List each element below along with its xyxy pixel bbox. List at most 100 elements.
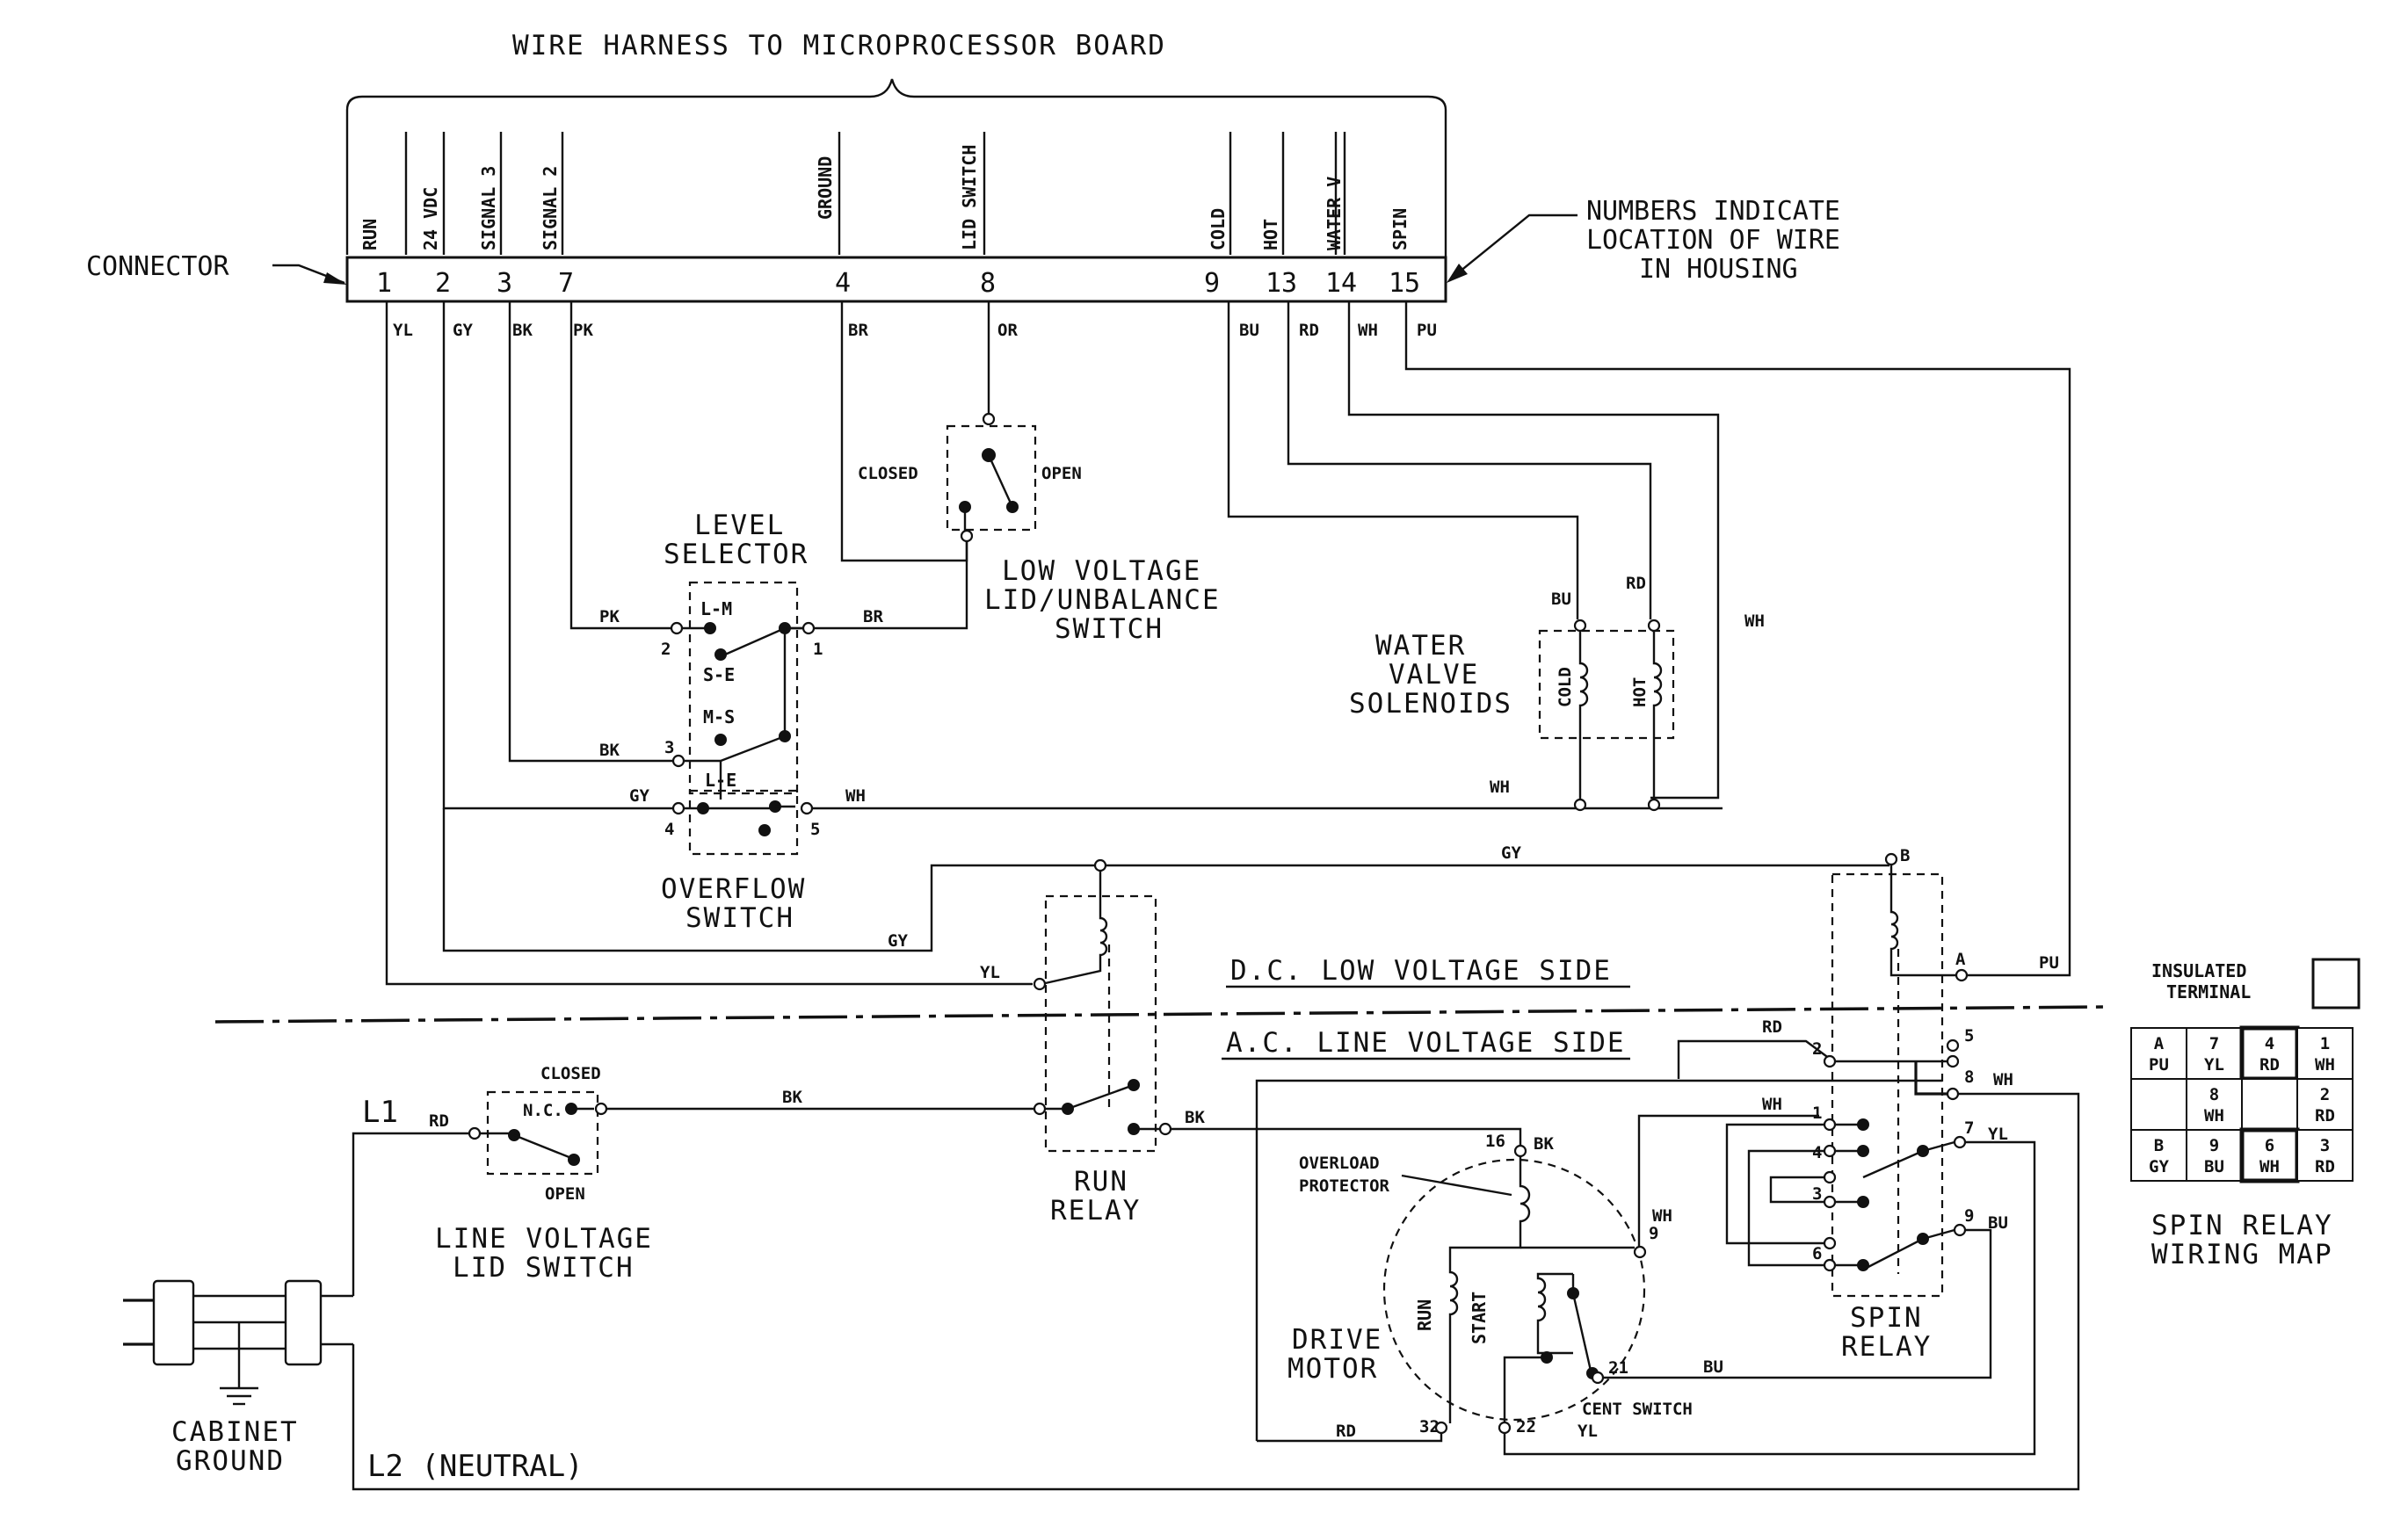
wiring-map-cell-text: B xyxy=(2154,1136,2164,1155)
wire-color-label: BU xyxy=(1703,1357,1723,1377)
wire-color-label: BK xyxy=(599,741,620,760)
wire-color-label: OR xyxy=(997,321,1018,340)
wire-color-label: YL xyxy=(393,321,413,340)
lv-switch-open: OPEN xyxy=(1041,464,1082,483)
level-selector: L-M S-E M-S L-E 2 1 3 xyxy=(661,581,823,800)
motor-terminal: 21 xyxy=(1608,1358,1628,1378)
spin-terminal: 6 xyxy=(1812,1244,1822,1263)
wiring-map-cell-text: RD xyxy=(2259,1055,2280,1075)
overflow-title-1: OVERFLOW xyxy=(661,873,806,905)
pin-label-cold: COLD xyxy=(1208,208,1229,250)
motor-terminal: 9 xyxy=(1649,1224,1658,1243)
wire-color-label: YL xyxy=(1578,1422,1598,1441)
dc-wire-labels: PK BR BK GY WH GY GY YL WH BU RD WH PU xyxy=(599,574,2059,982)
pin-label-lid-switch: LID SWITCH xyxy=(959,145,980,250)
connector-housing xyxy=(345,256,1447,303)
wire-color-label: BR xyxy=(863,607,883,626)
wire-color-label: WH xyxy=(1652,1206,1672,1226)
l1-label: L1 xyxy=(362,1095,398,1130)
lvs-closed: CLOSED xyxy=(540,1064,601,1083)
level-contact-m-s: M-S xyxy=(703,706,735,727)
water-valve-title-1: WATER xyxy=(1375,630,1466,662)
wiring-map-cell-text: GY xyxy=(2149,1157,2169,1176)
wire-color-label: BK xyxy=(512,321,533,340)
wiring-map-title-2: WIRING MAP xyxy=(2151,1239,2333,1270)
pin-number: 2 xyxy=(435,268,451,299)
spin-terminal: 2 xyxy=(1812,1039,1822,1059)
water-valve-title-3: SOLENOIDS xyxy=(1349,688,1512,720)
cabinet-ground-1: CABINET xyxy=(171,1416,299,1448)
pin-number: 4 xyxy=(835,268,851,299)
dc-side-label: D.C. LOW VOLTAGE SIDE xyxy=(1230,955,1612,987)
pin-label-signal-2: SIGNAL 2 xyxy=(540,166,561,250)
water-valve-solenoids: COLD HOT xyxy=(1538,619,1675,812)
lvs-title-2: LID SWITCH xyxy=(453,1252,635,1284)
wire-color-label: RD xyxy=(1626,574,1646,593)
run-relay xyxy=(1033,858,1172,1153)
wire-color-label: WH xyxy=(1744,612,1765,631)
level-contact-l-e: L-E xyxy=(705,770,736,791)
wiring-map-cell xyxy=(2130,1078,2187,1131)
spin-terminal: 3 xyxy=(1812,1184,1822,1204)
lvs-nc: N.C. xyxy=(523,1101,563,1120)
ac-wires xyxy=(352,1039,2080,1491)
wire-color-label: BU xyxy=(1239,321,1259,340)
wiring-map-cell-text: 2 xyxy=(2320,1085,2330,1104)
cabinet-ground-2: GROUND xyxy=(176,1445,285,1477)
drive-motor-title-1: DRIVE xyxy=(1292,1324,1382,1356)
motor-start: START xyxy=(1469,1292,1490,1344)
wiring-map-cell xyxy=(2130,1129,2187,1182)
wiring-map-cell xyxy=(2296,1129,2354,1182)
wiring-map-cell-text: 9 xyxy=(2209,1136,2219,1155)
pin-number: 3 xyxy=(497,268,512,299)
wire-color-label: PU xyxy=(1417,321,1437,340)
insulated-terminal-swatch xyxy=(2311,958,2361,1010)
spin-relay: B A 2 5 8 1 4 3 6 7 9 xyxy=(1725,846,1974,1298)
drive-motor-outline xyxy=(1382,1158,1646,1422)
wire-color-label: GY xyxy=(453,321,473,340)
overflow-switch: 4 5 xyxy=(664,789,1723,856)
spin-terminal: 1 xyxy=(1812,1104,1822,1123)
overload-pointer xyxy=(1401,1174,1512,1197)
run-relay-title-1: RUN xyxy=(1074,1166,1128,1198)
wiring-map-cell-text: YL xyxy=(2204,1055,2224,1075)
wire-color-label: RD xyxy=(1336,1422,1356,1441)
pin-label-signal-3: SIGNAL 3 xyxy=(478,166,499,250)
run-relay-title-2: RELAY xyxy=(1050,1195,1141,1227)
level-selector-title-1: LEVEL xyxy=(694,510,785,541)
wire-color-label: GY xyxy=(888,931,908,951)
harness-brace xyxy=(345,78,1447,259)
low-voltage-lid-switch: CLOSED OPEN xyxy=(858,412,1082,543)
spin-relay-title-1: SPIN xyxy=(1850,1302,1923,1334)
harness-wire-colors: YL GY BK PK BR OR BU RD WH PU xyxy=(393,321,1437,340)
wire-color-label: WH xyxy=(1358,321,1378,340)
spin-terminal: 9 xyxy=(1964,1206,1974,1226)
lv-switch-title-1: LOW VOLTAGE xyxy=(1002,555,1201,587)
pin-number: 7 xyxy=(558,268,574,299)
numbers-note-arrow xyxy=(1449,213,1578,280)
insulated-terminal-2: TERMINAL xyxy=(2166,981,2251,1002)
pin-label-water-v: WATER V xyxy=(1324,177,1345,250)
wire-color-label: RD xyxy=(429,1111,449,1131)
motor-terminal: 22 xyxy=(1516,1417,1536,1437)
solenoid-cold: COLD xyxy=(1556,667,1575,707)
harness-title: WIRE HARNESS TO MICROPROCESSOR BOARD xyxy=(512,30,1166,62)
wire-color-label: BK xyxy=(782,1088,802,1107)
wire-color-label: PK xyxy=(573,321,593,340)
wiring-map-cell-text: RD xyxy=(2315,1106,2335,1125)
motor-terminal: 32 xyxy=(1419,1417,1440,1437)
numbers-note-line-3: IN HOUSING xyxy=(1639,254,1798,285)
wiring-map-cell xyxy=(2241,1078,2298,1131)
pin-labels: RUN 24 VDC SIGNAL 3 SIGNAL 2 GROUND LID … xyxy=(359,145,1411,250)
overload-1: OVERLOAD xyxy=(1299,1154,1380,1173)
wire-color-label: GY xyxy=(1501,843,1521,863)
overflow-title-2: SWITCH xyxy=(685,902,794,934)
wire-color-label: BK xyxy=(1185,1108,1205,1127)
wire-color-label: BR xyxy=(848,321,868,340)
pin-number: 15 xyxy=(1389,268,1420,299)
wiring-map-cell-text: WH xyxy=(2259,1157,2280,1176)
pin-label-ground: GROUND xyxy=(815,156,836,220)
spin-relay-title-2: RELAY xyxy=(1841,1331,1932,1363)
motor-run: RUN xyxy=(1414,1299,1435,1331)
water-valve-title-2: VALVE xyxy=(1389,659,1479,691)
